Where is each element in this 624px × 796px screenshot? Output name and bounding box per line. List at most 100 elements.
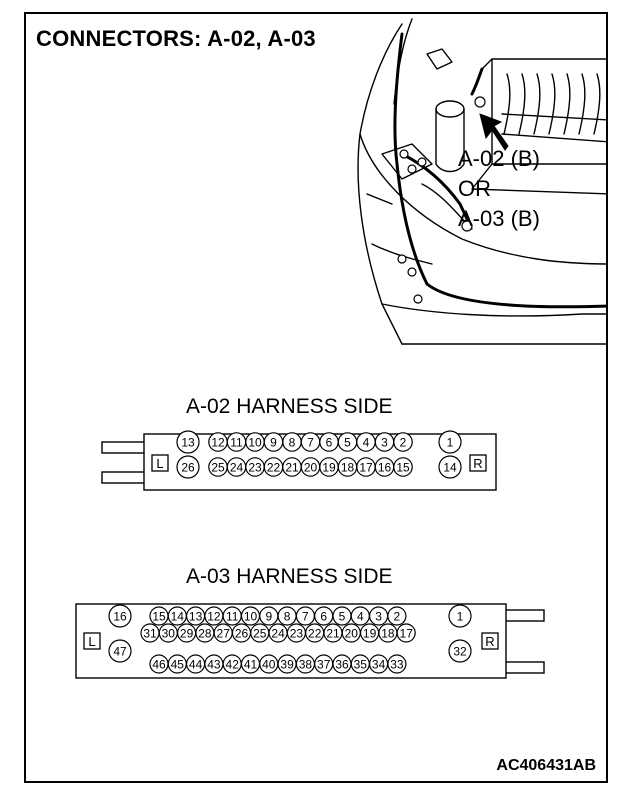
- pin-number: 6: [326, 436, 333, 450]
- connector-pin: 9: [259, 606, 279, 626]
- pin-number: 33: [390, 658, 404, 672]
- pin-number: 24: [271, 627, 285, 641]
- connector-pin: 2: [387, 606, 407, 626]
- a02-left-mark: [151, 454, 169, 472]
- connector-pin: 18: [378, 623, 398, 643]
- pin-number: 8: [289, 436, 296, 450]
- connector-pin: 29: [177, 623, 197, 643]
- connector-pin: 14: [167, 606, 187, 626]
- pin-number: 30: [162, 627, 176, 641]
- pin-number: 14: [171, 610, 185, 624]
- connector-pin: 13: [186, 606, 206, 626]
- connector-pin: 16: [108, 604, 132, 628]
- connector-pin: 12: [204, 606, 224, 626]
- pin-number: 15: [396, 461, 410, 475]
- pin-number: 24: [230, 461, 244, 475]
- pin-number: 47: [113, 645, 127, 659]
- pin-number: 14: [443, 461, 457, 475]
- connector-pin: 47: [108, 639, 132, 663]
- pin-number: 44: [189, 658, 203, 672]
- connector-pin: 45: [167, 654, 187, 674]
- a03-left-mark: [83, 632, 101, 650]
- pin-number: 43: [207, 658, 221, 672]
- pin-number: 45: [171, 658, 185, 672]
- pin-number: 31: [143, 627, 157, 641]
- connector-pin: 20: [341, 623, 361, 643]
- connector-pin: 35: [350, 654, 370, 674]
- connector-pin: 9: [263, 432, 284, 452]
- pointer-arrow-icon: [479, 113, 509, 151]
- pin-number: 16: [378, 461, 392, 475]
- a02-right-mark: [469, 454, 487, 472]
- pin-number: 41: [244, 658, 258, 672]
- connector-pin: 1: [438, 430, 462, 454]
- figure-code: AC406431AB: [496, 757, 596, 774]
- pin-number: 18: [381, 627, 395, 641]
- pin-number: 13: [181, 436, 195, 450]
- connector-pin: 18: [337, 457, 358, 477]
- a02-heading: A-02 HARNESS SIDE: [186, 395, 393, 418]
- pin-number: 17: [359, 461, 373, 475]
- pin-number: 4: [363, 436, 370, 450]
- engine-compartment-illustration: [357, 18, 606, 345]
- pin-number: 12: [211, 436, 225, 450]
- pin-number: 42: [226, 658, 240, 672]
- connector-pin: 4: [350, 606, 370, 626]
- connector-pin: 2: [393, 432, 413, 452]
- connector-pin: 15: [393, 457, 413, 477]
- pin-number: 13: [189, 610, 203, 624]
- a03-left-label: L: [88, 634, 95, 649]
- callout-a03: A-03 (B): [458, 206, 540, 231]
- pin-number: 26: [235, 627, 249, 641]
- connector-pin: 19: [319, 457, 339, 477]
- connector-pin: 42: [222, 654, 242, 674]
- pin-number: 34: [372, 658, 386, 672]
- connector-pin: 41: [240, 654, 261, 674]
- a03-right-label: R: [485, 634, 494, 649]
- pin-number: 23: [290, 627, 304, 641]
- pin-number: 28: [198, 627, 212, 641]
- pin-number: 18: [341, 461, 355, 475]
- pin-number: 46: [152, 658, 166, 672]
- connector-pin: 17: [396, 623, 416, 643]
- connector-pin: 8: [277, 606, 297, 626]
- connector-pin: 28: [195, 623, 215, 643]
- a02-left-label: L: [156, 456, 163, 471]
- callout-a02: A-02 (B): [458, 146, 540, 171]
- connector-pin: 6: [319, 432, 339, 452]
- connector-pin: 21: [323, 623, 343, 643]
- connector-pin: 26: [231, 623, 252, 643]
- pin-number: 38: [299, 658, 313, 672]
- connector-pin: 31: [140, 623, 160, 643]
- connector-pin: 17: [356, 457, 376, 477]
- pin-number: 6: [320, 610, 327, 624]
- connector-pin: 15: [149, 606, 169, 626]
- pin-number: 23: [248, 461, 262, 475]
- connector-pin: 12: [208, 432, 228, 452]
- connector-pin: 5: [332, 606, 352, 626]
- pin-number: 2: [394, 610, 401, 624]
- pin-number: 16: [113, 610, 127, 624]
- connector-pin: 23: [245, 457, 265, 477]
- pin-number: 5: [344, 436, 351, 450]
- a03-right-mark: [481, 632, 499, 650]
- pin-number: 20: [304, 461, 318, 475]
- pin-number: 27: [217, 627, 231, 641]
- pin-number: 5: [339, 610, 346, 624]
- connector-pin: 33: [387, 654, 407, 674]
- connector-pin: 24: [268, 623, 288, 643]
- pin-number: 3: [375, 610, 382, 624]
- connector-pin: 25: [250, 623, 270, 643]
- pin-number: 25: [253, 627, 267, 641]
- connector-pin: 3: [369, 606, 389, 626]
- connector-pin: 19: [360, 623, 380, 643]
- pin-number: 32: [453, 645, 467, 659]
- pin-number: 1: [457, 610, 464, 624]
- connector-pin: 30: [158, 623, 178, 643]
- connector-pin: 44: [186, 654, 206, 674]
- pin-number: 7: [307, 436, 314, 450]
- connector-pin: 22: [305, 623, 325, 643]
- pin-number: 4: [357, 610, 364, 624]
- connector-pin: 46: [149, 654, 169, 674]
